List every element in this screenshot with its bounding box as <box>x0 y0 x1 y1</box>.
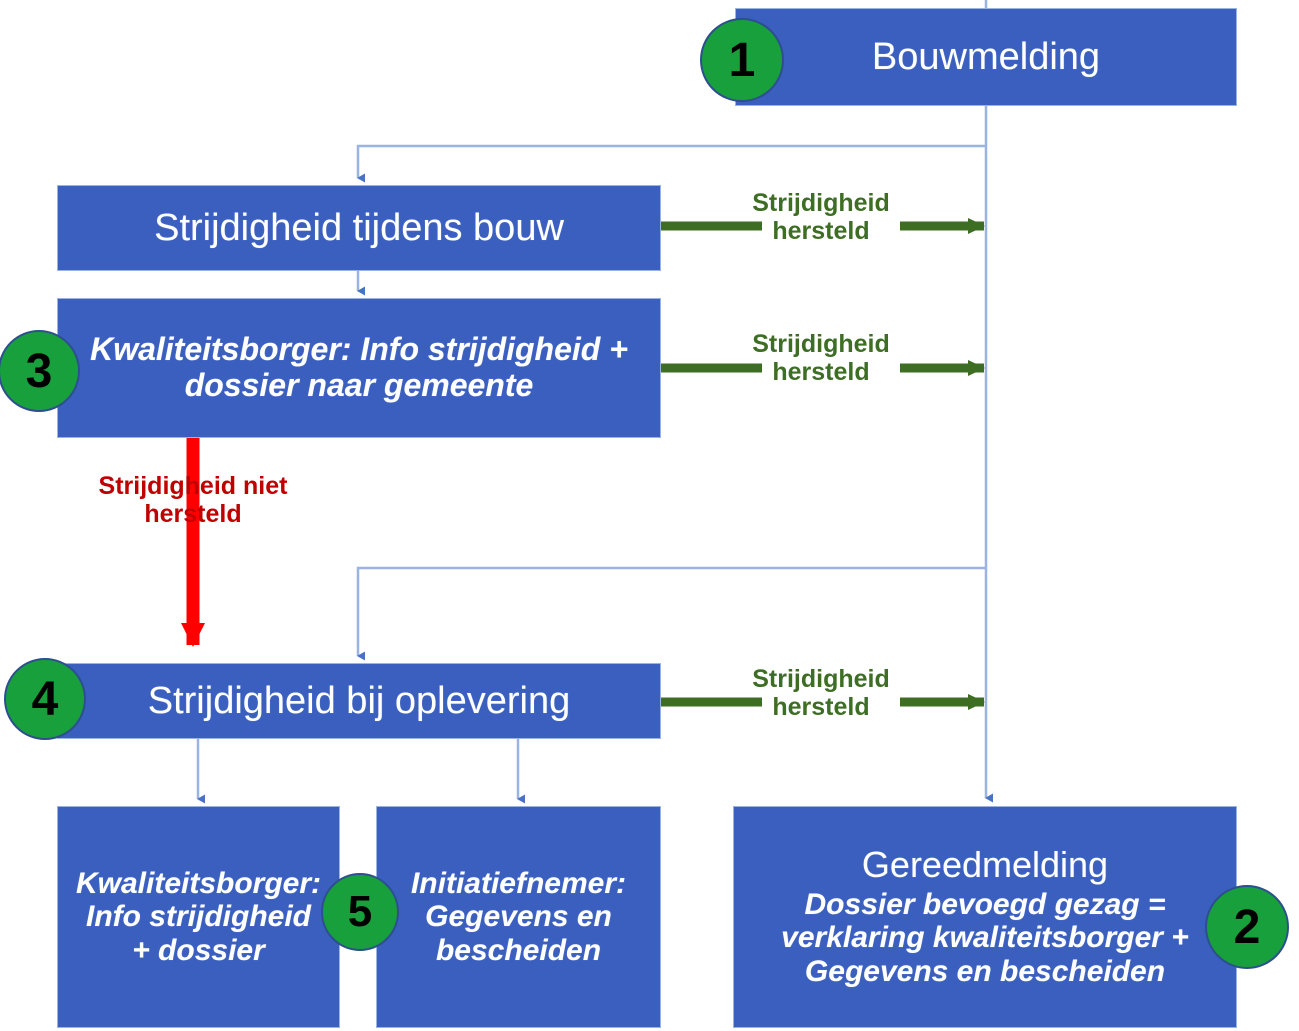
edge-label-strijdigheid-hersteld-1: Strijdigheid hersteld <box>752 189 890 245</box>
node-gereedmelding-line4: Gegevens en bescheiden <box>804 954 1166 988</box>
node-strijdigheid-tijdens-bouw[interactable]: Strijdigheid tijdens bouw <box>57 185 661 271</box>
node-initiatiefnemer-line1: Initiatiefnemer: <box>410 866 627 900</box>
node-kwaliteitsborger-dossier-line3: + dossier <box>132 933 265 967</box>
connector-spine-to-strijdigheid-oplevering <box>356 566 986 661</box>
node-kwaliteitsborger-dossier-line1: Kwaliteitsborger: <box>75 866 322 900</box>
step-badge-4[interactable]: 4 <box>4 658 86 740</box>
node-gereedmelding-line2: Dossier bevoegd gezag = <box>804 887 1166 921</box>
edge-label-strijdigheid-niet-hersteld: Strijdigheid niet hersteld <box>98 472 288 528</box>
node-gereedmelding-line1: Gereedmelding <box>861 844 1109 886</box>
node-kwaliteitsborger-dossier[interactable]: Kwaliteitsborger: Info strijdigheid + do… <box>57 806 340 1028</box>
node-kwaliteitsborger-info-strijdigheid[interactable]: Kwaliteitsborger: Info strijdigheid + do… <box>57 298 661 438</box>
step-badge-5[interactable]: 5 <box>321 873 399 951</box>
edge-label-strijdigheid-hersteld-3: Strijdigheid hersteld <box>752 665 890 721</box>
node-gereedmelding[interactable]: Gereedmelding Dossier bevoegd gezag = ve… <box>733 806 1237 1028</box>
step-badge-1[interactable]: 1 <box>700 18 784 102</box>
edge-label-strijdigheid-hersteld-2: Strijdigheid hersteld <box>752 330 890 386</box>
node-initiatiefnemer-line3: bescheiden <box>435 933 602 967</box>
connector-spine-to-strijdigheid-bouw <box>356 144 986 183</box>
node-kwaliteitsborger-info-line1: Kwaliteitsborger: Info strijdigheid + <box>90 331 628 368</box>
step-badge-2[interactable]: 2 <box>1205 885 1289 969</box>
step-badge-3[interactable]: 3 <box>0 330 80 412</box>
node-strijdigheid-tijdens-bouw-line1: Strijdigheid tijdens bouw <box>154 206 564 249</box>
node-initiatiefnemer-line2: Gegevens en <box>425 900 612 934</box>
node-kwaliteitsborger-dossier-line2: Info strijdigheid <box>86 900 311 934</box>
node-kwaliteitsborger-info-line2: dossier naar gemeente <box>184 367 534 403</box>
node-bouwmelding[interactable]: Bouwmelding <box>735 8 1237 106</box>
node-strijdigheid-bij-oplevering-line1: Strijdigheid bij oplevering <box>147 679 571 722</box>
node-strijdigheid-bij-oplevering[interactable]: Strijdigheid bij oplevering <box>57 663 661 739</box>
node-initiatiefnemer[interactable]: Initiatiefnemer: Gegevens en bescheiden <box>376 806 661 1028</box>
node-bouwmelding-line1: Bouwmelding <box>871 35 1101 78</box>
node-gereedmelding-line3: verklaring kwaliteitsborger + <box>781 921 1189 955</box>
